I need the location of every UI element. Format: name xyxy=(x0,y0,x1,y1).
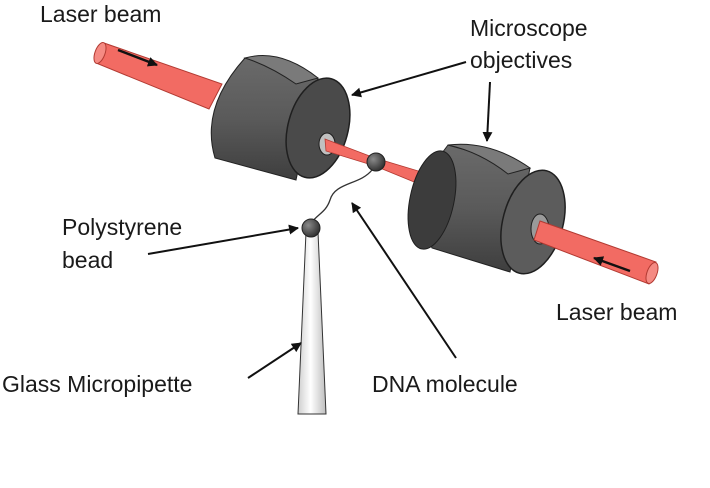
label-glass-micropipette: Glass Micropipette xyxy=(2,371,192,397)
polystyrene-bead xyxy=(301,218,321,238)
objective-left-top xyxy=(243,55,320,85)
dna-molecule-strand xyxy=(311,169,373,223)
microscope-pointer-left xyxy=(351,61,467,98)
laser-beam-right-end xyxy=(645,262,659,284)
microscope-objective-right xyxy=(407,143,566,275)
laser-direction-arrow-right xyxy=(593,256,631,273)
laser-beam-right xyxy=(533,220,659,285)
label-microscope-line2: objectives xyxy=(470,47,572,73)
label-laser-beam-top: Laser beam xyxy=(40,1,161,27)
micropipette-pointer xyxy=(247,342,302,379)
label-dna-molecule: DNA molecule xyxy=(372,371,518,397)
label-microscope-line1: Microscope xyxy=(470,15,588,41)
dna-pointer xyxy=(351,202,457,359)
laser-beam-left-body xyxy=(95,42,223,110)
laser-beam-left xyxy=(93,42,223,110)
objective-right-back-face xyxy=(407,150,457,250)
microscope-objective-left xyxy=(210,55,351,181)
label-polystyrene-line1: Polystyrene xyxy=(62,214,182,240)
objective-right-top xyxy=(447,143,532,175)
trapped-bead xyxy=(366,152,386,172)
laser-direction-arrow-left xyxy=(117,48,158,67)
laser-beam-left-end xyxy=(93,42,107,64)
label-laser-beam-bottom: Laser beam xyxy=(556,299,677,325)
microscope-pointer-right xyxy=(482,81,493,142)
label-polystyrene-line2: bead xyxy=(62,247,113,273)
polystyrene-pointer xyxy=(147,224,299,255)
glass-micropipette xyxy=(297,231,327,415)
